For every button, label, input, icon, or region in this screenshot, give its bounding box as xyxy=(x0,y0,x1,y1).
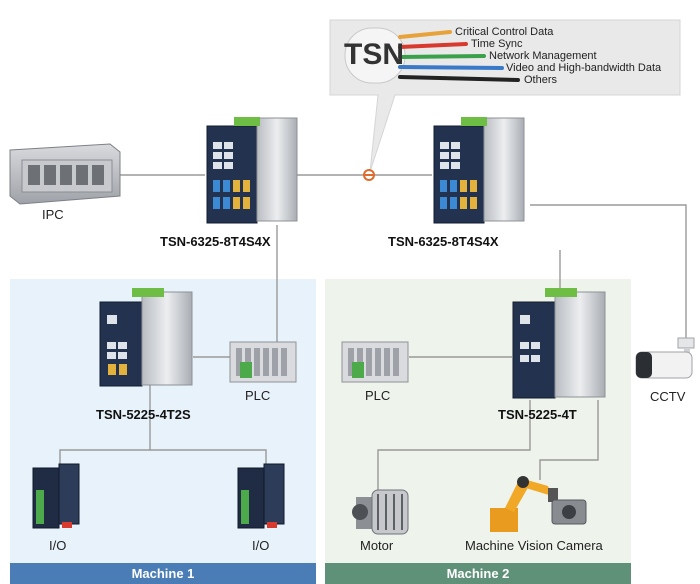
cctv-label: CCTV xyxy=(650,389,686,404)
core-switch-left-label: TSN-6325-8T4S4X xyxy=(160,234,271,249)
ipc-label: IPC xyxy=(42,207,64,222)
plc-right xyxy=(341,341,409,383)
tsn-badge: TSN xyxy=(344,38,404,71)
legend-time-sync: Time Sync xyxy=(471,38,523,50)
legend-video-data: Video and High-bandwidth Data xyxy=(506,62,662,74)
core-switch-left xyxy=(206,117,298,224)
plc-right-label: PLC xyxy=(365,388,391,403)
plc-left-label: PLC xyxy=(245,388,271,403)
motor-icon xyxy=(352,489,409,535)
plc-left xyxy=(229,341,297,383)
core-switch-right-label: TSN-6325-8T4S4X xyxy=(388,234,499,249)
legend-network-management: Network Management xyxy=(489,50,597,62)
camera-label: Machine Vision Camera xyxy=(465,538,603,553)
io-left-label: I/O xyxy=(49,538,67,553)
cctv-camera-icon xyxy=(635,337,695,379)
io-right-label: I/O xyxy=(252,538,270,553)
connection-lines xyxy=(59,174,687,490)
motor-label: Motor xyxy=(360,538,394,553)
io-module-left xyxy=(32,463,80,529)
edge-switch-left xyxy=(99,288,193,387)
machine-2-label: Machine 2 xyxy=(325,563,631,584)
core-switch-right xyxy=(433,117,525,224)
tsn-legend-callout xyxy=(329,19,681,181)
edge-switch-right-label: TSN-5225-4T xyxy=(498,407,577,422)
edge-switch-left-label: TSN-5225-4T2S xyxy=(96,407,191,422)
machine-1-label: Machine 1 xyxy=(10,563,316,584)
legend-others: Others xyxy=(524,74,558,86)
edge-switch-right xyxy=(512,288,606,399)
legend-critical-control-data: Critical Control Data xyxy=(455,26,554,38)
ipc-server xyxy=(9,143,121,205)
robot-arm-icon xyxy=(490,476,558,532)
machine-vision-camera-icon xyxy=(551,499,587,525)
io-module-right xyxy=(237,463,285,529)
